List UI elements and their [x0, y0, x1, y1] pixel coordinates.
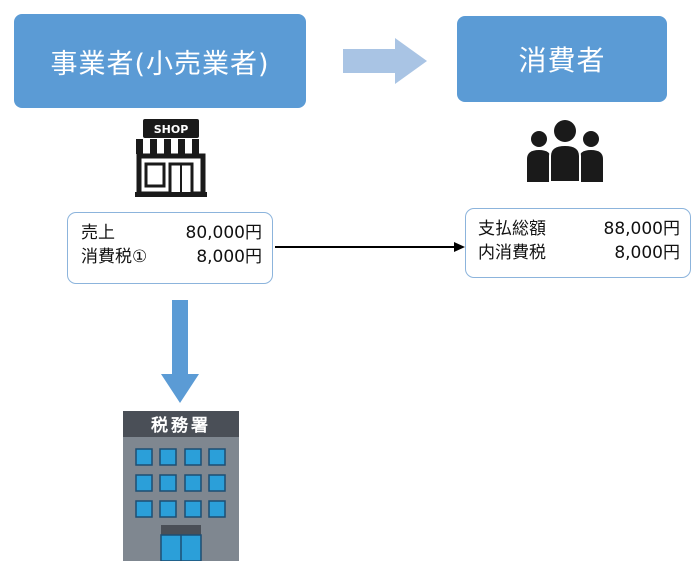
- flow-arrow-right-icon: [343, 38, 427, 84]
- consumer-title: 消費者: [518, 44, 606, 77]
- business-title-box: 事業者(小売業者): [14, 14, 306, 108]
- consumption-tax-value: 8,000円: [196, 247, 262, 267]
- payment-info-box: 支払総額 88,000円 内消費税 8,000円: [465, 208, 691, 278]
- tax-office-sign: 税務署: [151, 415, 211, 436]
- sales-info-box: 売上 80,000円 消費税① 8,000円: [67, 212, 273, 284]
- consumer-title-box: 消費者: [457, 16, 667, 102]
- shop-icon: SHOP: [135, 119, 207, 197]
- included-tax-value: 8,000円: [614, 243, 680, 263]
- sales-row: 売上 80,000円: [81, 221, 262, 245]
- included-tax-label: 内消費税: [478, 243, 546, 263]
- total-payment-row: 支払総額 88,000円: [478, 217, 680, 241]
- tax-office-icon: 税務署: [123, 411, 239, 561]
- total-payment-label: 支払総額: [478, 219, 546, 239]
- down-arrow-icon: [161, 300, 199, 403]
- people-icon: [527, 120, 603, 182]
- shop-sign-text: SHOP: [154, 123, 189, 136]
- consumption-tax-label: 消費税①: [81, 247, 148, 267]
- total-payment-value: 88,000円: [603, 219, 680, 239]
- sales-label: 売上: [81, 223, 115, 243]
- transaction-arrow-icon: [275, 242, 465, 252]
- business-title: 事業者(小売業者): [50, 48, 270, 80]
- consumption-tax-row: 消費税① 8,000円: [81, 245, 262, 269]
- sales-value: 80,000円: [185, 223, 262, 243]
- included-tax-row: 内消費税 8,000円: [478, 241, 680, 265]
